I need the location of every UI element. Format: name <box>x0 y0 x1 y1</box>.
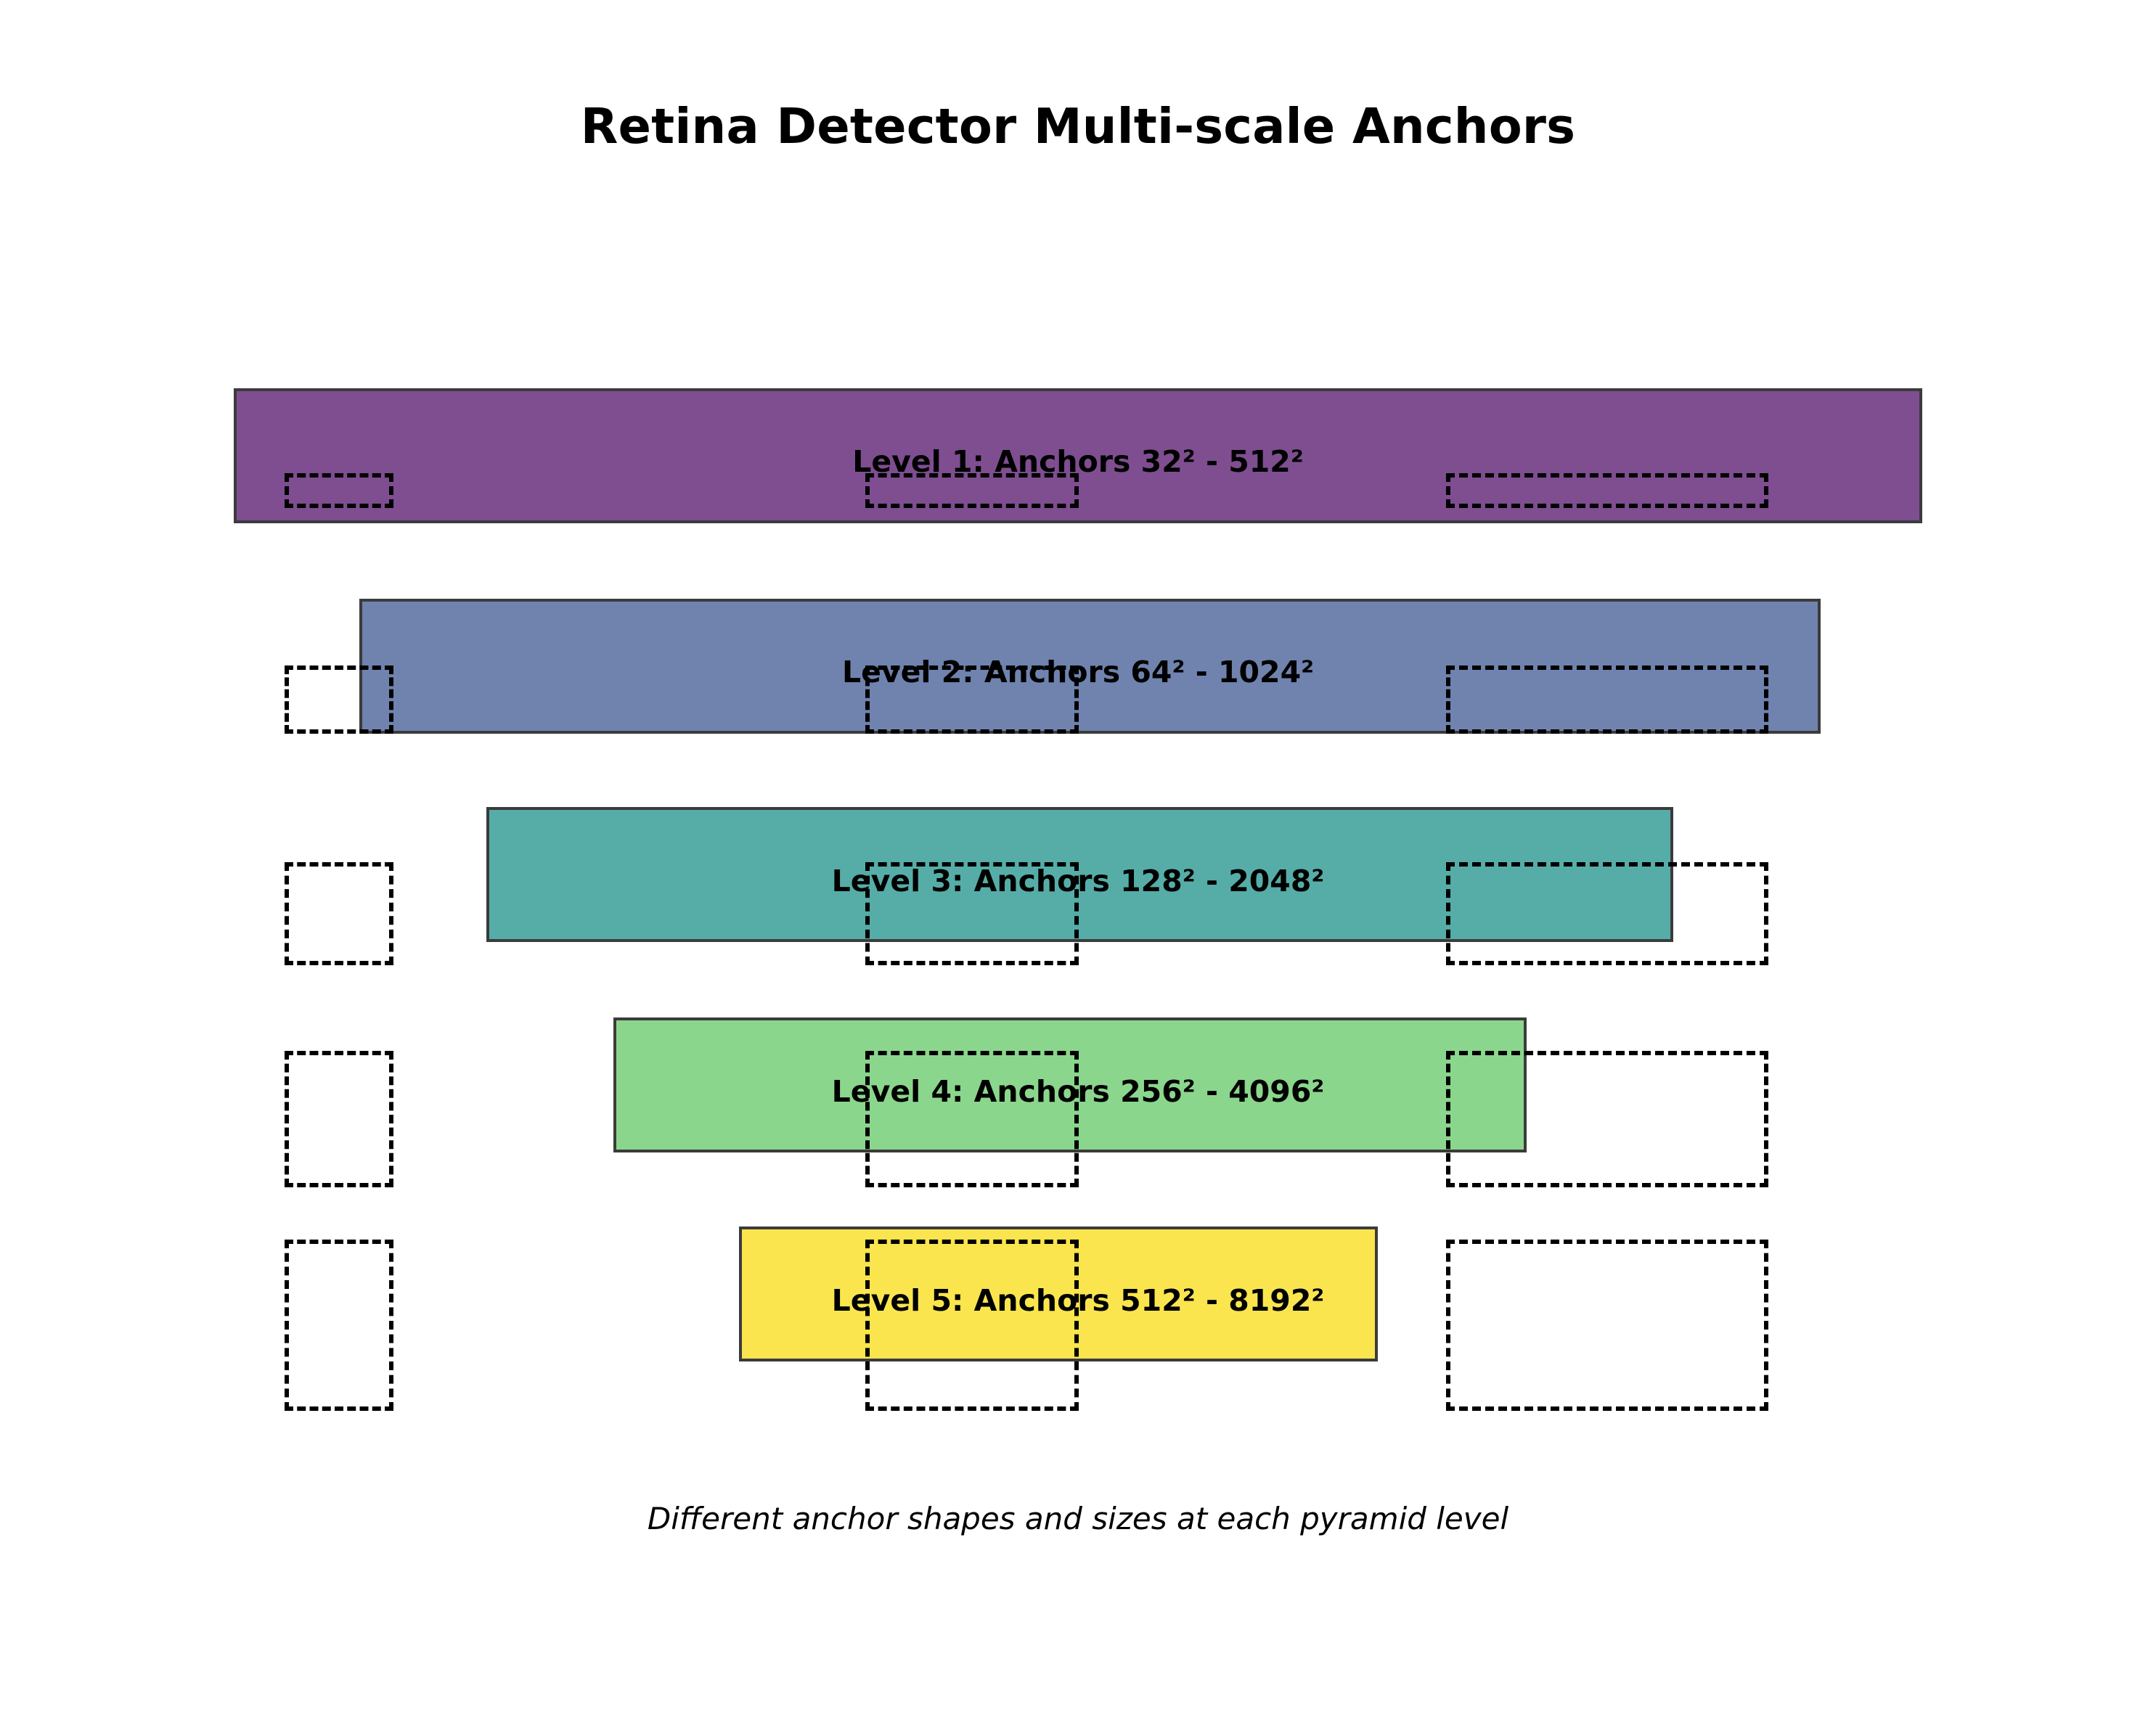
anchor-box-3-1 <box>285 862 393 965</box>
scale-bar-level-4 <box>613 1017 1527 1152</box>
anchor-box-2-3 <box>1446 666 1768 734</box>
anchor-box-4-1 <box>285 1051 393 1187</box>
anchor-box-5-3 <box>1446 1240 1768 1411</box>
anchor-box-2-1 <box>285 666 393 734</box>
anchor-box-5-1 <box>285 1240 393 1411</box>
anchor-box-3-3 <box>1446 862 1768 965</box>
anchor-box-1-3 <box>1446 473 1768 508</box>
anchor-box-4-3 <box>1446 1051 1768 1187</box>
anchor-box-3-2 <box>865 862 1079 965</box>
anchor-box-1-1 <box>285 473 393 508</box>
anchor-box-4-2 <box>865 1051 1079 1187</box>
scale-bar-level-5 <box>739 1226 1378 1361</box>
anchor-box-5-2 <box>865 1240 1079 1411</box>
anchor-box-1-2 <box>865 473 1079 508</box>
scale-bar-level-3 <box>486 807 1673 942</box>
figure-caption: Different anchor shapes and sizes at eac… <box>647 1501 1509 1536</box>
anchor-box-2-2 <box>865 666 1079 734</box>
page-title: Retina Detector Multi-scale Anchors <box>580 98 1576 155</box>
